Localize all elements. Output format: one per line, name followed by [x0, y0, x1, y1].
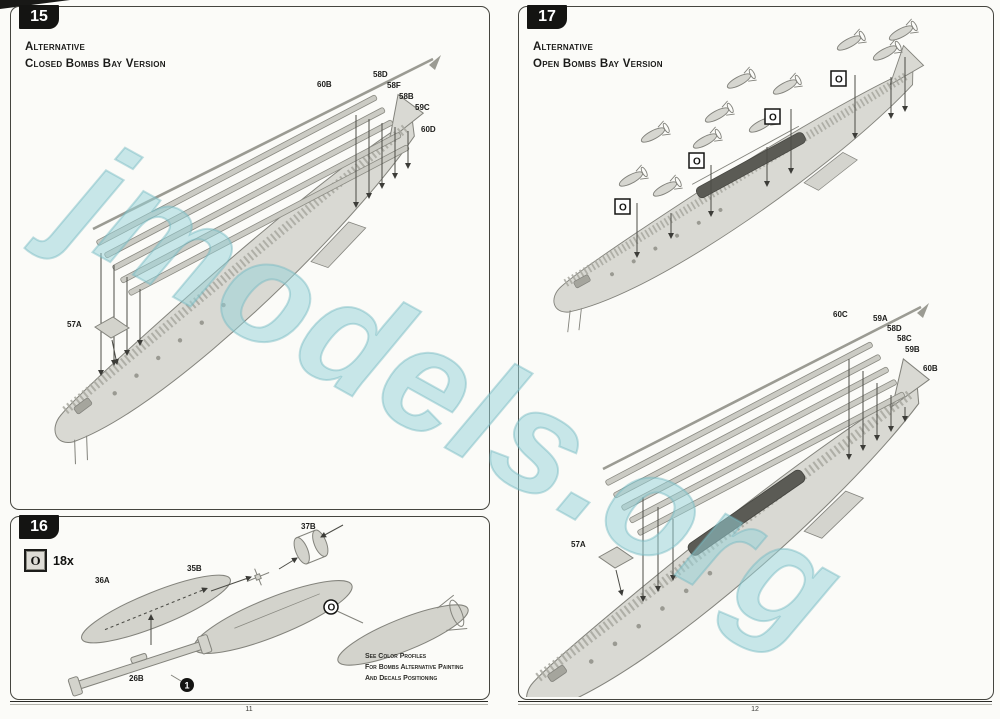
- part-label: 58F: [387, 81, 401, 90]
- paint-callout-letter: O: [619, 203, 627, 214]
- part-label: 57A: [571, 540, 586, 549]
- step-15-number: 15: [30, 8, 48, 25]
- step-16-paint-quantity: O 18x: [24, 549, 74, 572]
- scan-corner-artifact: [0, 0, 70, 9]
- footer-rule: [10, 701, 488, 705]
- page-number-right: 12: [751, 706, 759, 713]
- step-15-header-line2: Closed Bombs Bay Version: [25, 58, 166, 70]
- step-16-diagram: 36A 35B: [67, 522, 469, 697]
- step-17-header-line2: Open Bombs Bay Version: [533, 58, 663, 70]
- quantity-label: 18x: [53, 553, 74, 568]
- part-label: 58D: [887, 324, 902, 333]
- bomb-loading-arrows: [634, 57, 908, 258]
- assembled-bomb: O: [323, 594, 469, 666]
- part-label: 37B: [301, 522, 316, 531]
- part-label: 59A: [873, 314, 888, 323]
- part-label: 58C: [897, 334, 912, 343]
- footer-rule: [518, 701, 992, 705]
- step-16-panel: 16 O 18x See Color Profiles For Bombs Al…: [10, 515, 490, 700]
- part-label: 59C: [415, 103, 430, 112]
- step-17-panel: 17 Alternative Open Bombs Bay Version: [518, 5, 994, 700]
- fuselage-closed-bay: [15, 89, 469, 467]
- part-label: 60C: [833, 310, 848, 319]
- part-label: 35B: [187, 564, 202, 573]
- paint-callout-letter: O: [328, 603, 336, 614]
- step-15-panel: 15 Alternative Closed Bombs Bay Version: [10, 5, 490, 510]
- paint-callout-letter: O: [835, 75, 843, 86]
- step-15-header: Alternative Closed Bombs Bay Version: [25, 39, 166, 73]
- paint-callout-letter: O: [769, 113, 777, 124]
- part-labels-step15: 60B 58D 58F 58B 59C 60D: [317, 70, 436, 134]
- paint-callout-boxes: O O O O: [614, 70, 847, 215]
- join-arrow: [210, 575, 252, 592]
- bomb-half-left: 36A: [81, 574, 231, 644]
- hatch-part-57a: 57A: [67, 316, 130, 365]
- part-label: 59B: [905, 345, 920, 354]
- part-label: 26B: [129, 674, 144, 683]
- step-17-number-badge: 17: [527, 5, 567, 29]
- part-label: 60B: [317, 80, 332, 89]
- bay-door-strips: [92, 55, 441, 296]
- paint-color-chip: O: [24, 549, 47, 572]
- part-label: 57A: [67, 320, 82, 329]
- note-line: And Decals Positioning: [365, 675, 438, 682]
- step-15-number-badge: 15: [19, 5, 59, 29]
- fuselage-open-bay-top: [524, 42, 956, 336]
- bay-door-strips-bottom: [602, 303, 929, 536]
- tail-fins: [246, 568, 270, 586]
- paint-callout-letter: O: [693, 157, 701, 168]
- step-17-diagram: O O O O: [519, 17, 991, 697]
- bomb-rack-26b: 26B 1: [67, 614, 213, 697]
- part-label: 36A: [95, 576, 110, 585]
- step-15-header-line1: Alternative: [25, 41, 86, 53]
- step-17-header: Alternative Open Bombs Bay Version: [533, 39, 663, 73]
- step-17-header-line1: Alternative: [533, 41, 594, 53]
- part-label: 58B: [399, 92, 414, 101]
- page-right-footer: 12: [518, 701, 992, 713]
- note-line: See Color Profiles: [365, 653, 427, 660]
- tail-ring-37b: 37B: [278, 522, 344, 570]
- step-15-diagram: 60B 58D 58F 58B 59C 60D 57A: [11, 55, 487, 507]
- page-left-footer: 11: [10, 701, 488, 713]
- part-labels-step17: 60C 59A 58D 58C 59B 60B: [833, 310, 938, 373]
- sequence-marker-number: 1: [185, 681, 190, 691]
- part-label: 60D: [421, 125, 436, 134]
- color-profile-note: See Color Profiles For Bombs Alternative…: [365, 651, 463, 684]
- paint-color-letter: O: [30, 552, 41, 568]
- step-16-number: 16: [30, 518, 48, 535]
- step-16-number-badge: 16: [19, 515, 59, 539]
- note-line: For Bombs Alternative Painting: [365, 664, 464, 671]
- sequence-marker-circle: [180, 678, 194, 692]
- hatch-part-57a-bottom: 57A: [571, 540, 634, 596]
- strip-arrows-bottom: [640, 359, 908, 602]
- part-label: 58D: [373, 70, 388, 79]
- page-number-left: 11: [245, 706, 253, 713]
- part-label: 60B: [923, 364, 938, 373]
- fuselage-open-bay-bottom: [519, 354, 974, 697]
- step-17-number: 17: [538, 8, 556, 25]
- paint-callout-circle: [323, 599, 339, 615]
